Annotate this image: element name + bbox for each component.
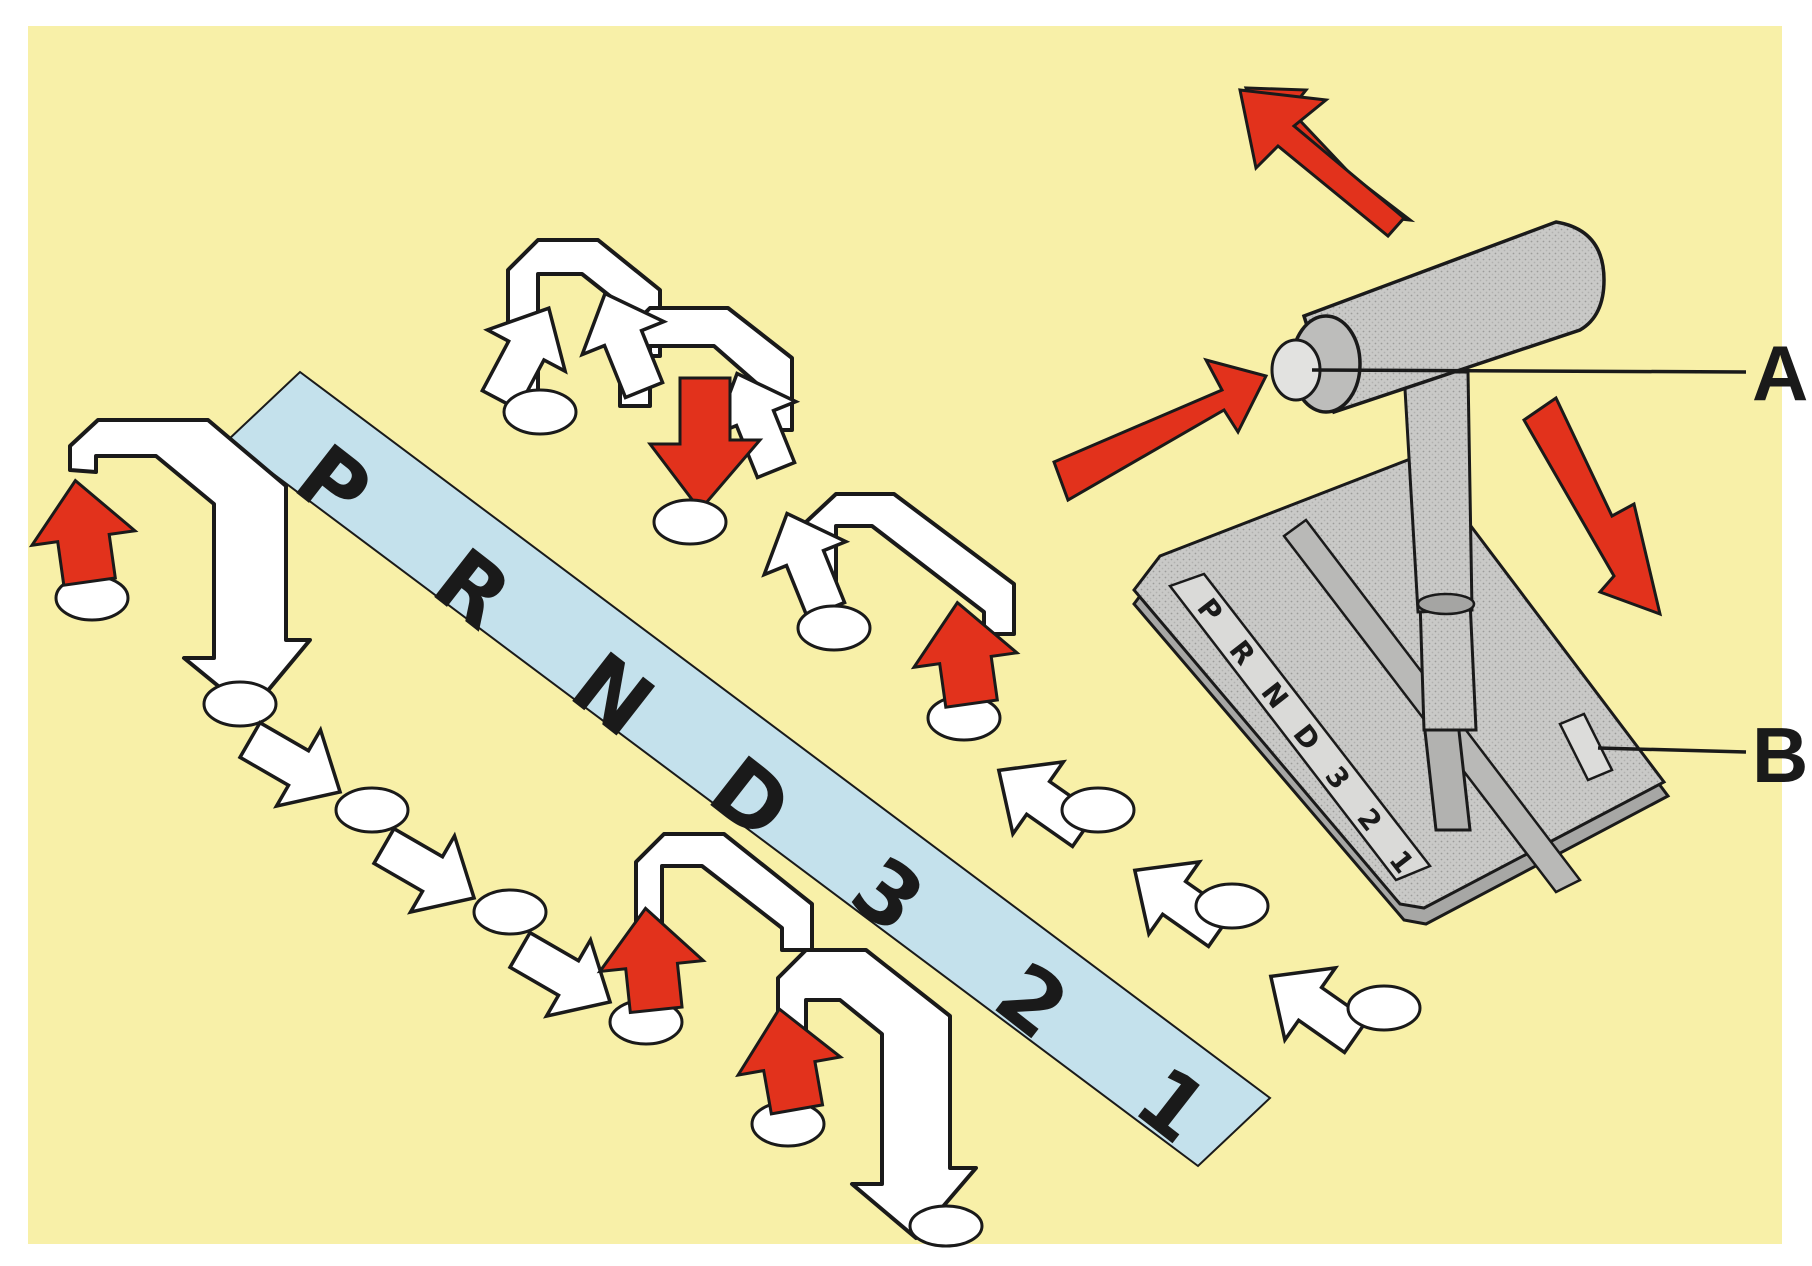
callout-label-b: B bbox=[1752, 711, 1808, 799]
stop-dot bbox=[474, 890, 546, 934]
stop-dot bbox=[1062, 788, 1134, 832]
stop-dot bbox=[1348, 986, 1420, 1030]
stop-dot bbox=[910, 1206, 982, 1246]
stop-dot bbox=[336, 788, 408, 832]
stop-dot bbox=[204, 682, 276, 726]
stop-dot bbox=[798, 606, 870, 650]
stop-dot bbox=[1196, 884, 1268, 928]
callout-label-a: A bbox=[1752, 329, 1808, 417]
stop-dot bbox=[654, 500, 726, 544]
stop-dot bbox=[504, 390, 576, 434]
leader-line-a bbox=[1312, 370, 1746, 372]
